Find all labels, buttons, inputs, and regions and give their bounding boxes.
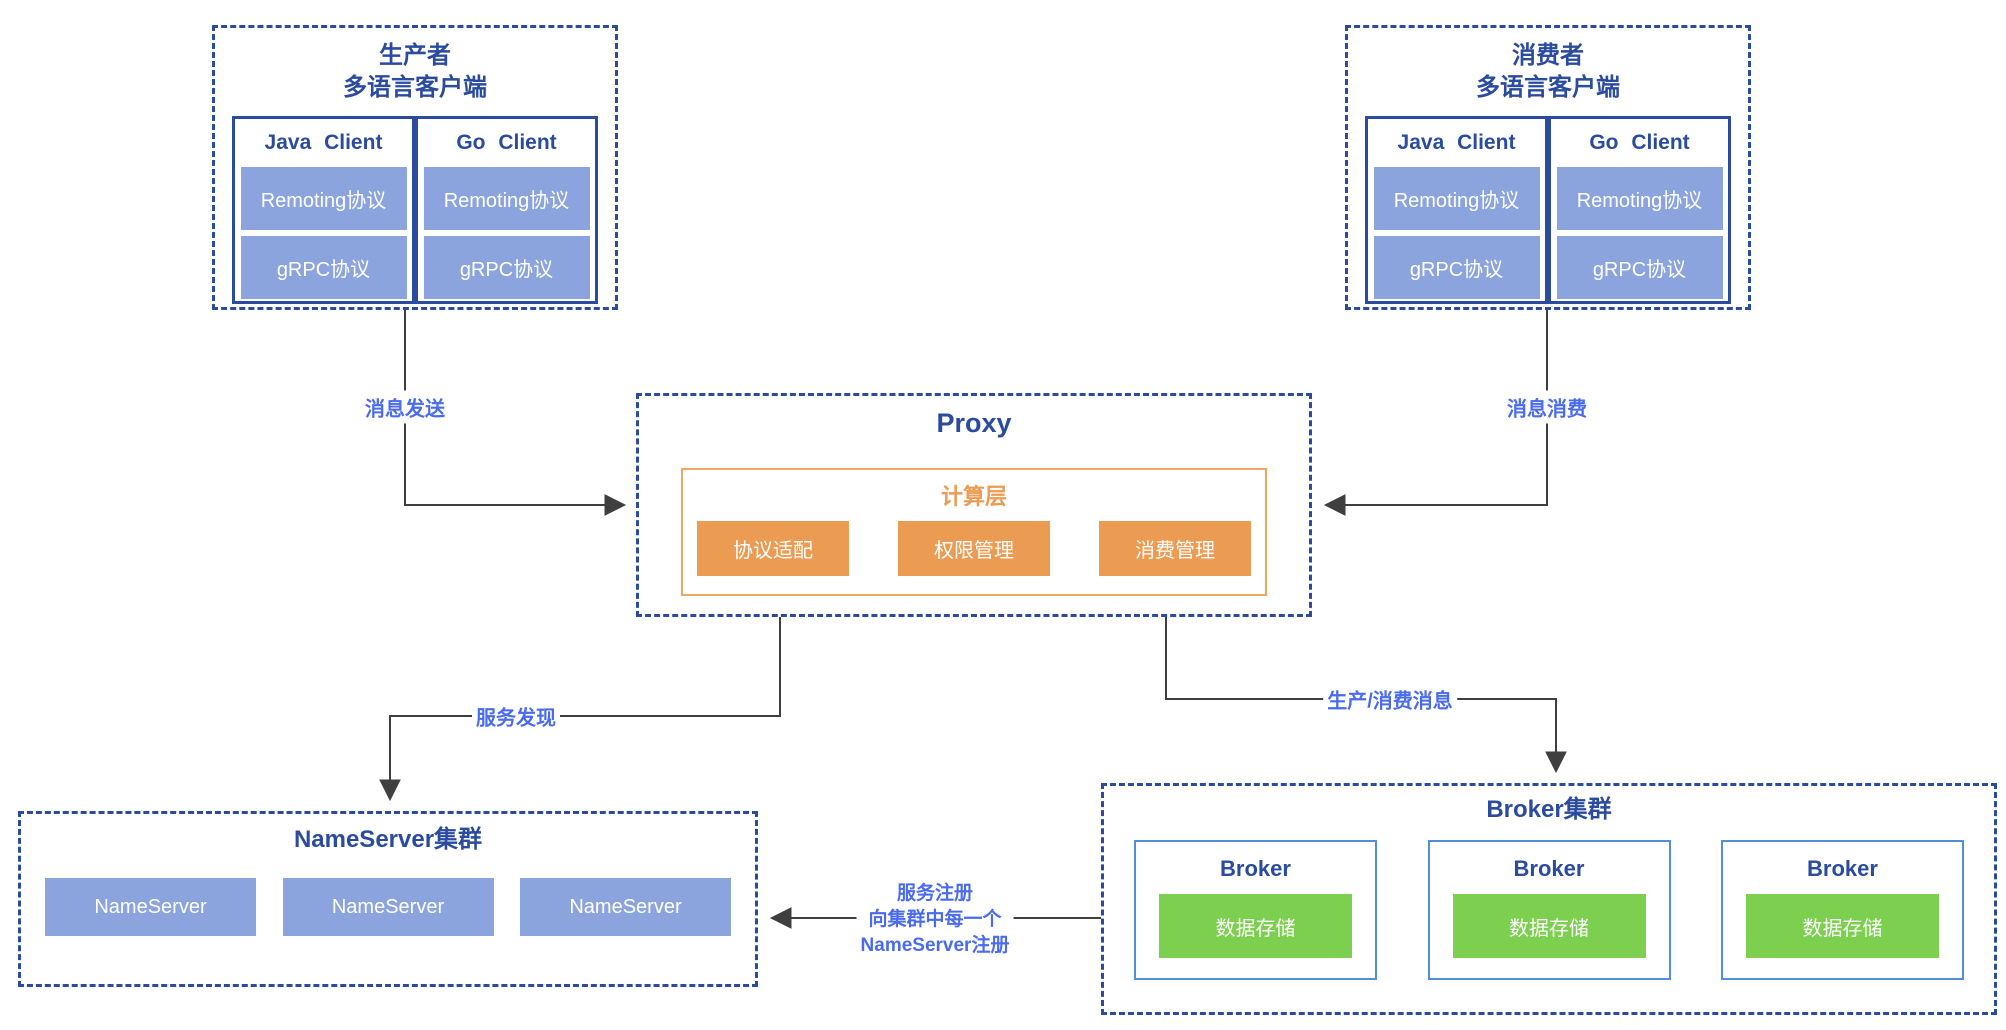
consumer-java-grpc-protocol: gRPC协议: [1373, 236, 1540, 299]
edge-label-discovery: 服务发现: [472, 699, 560, 733]
producer-go-client-title: Go Client: [456, 131, 557, 154]
producer-java-client-box: Java Client Remoting协议 gRPC协议: [232, 116, 415, 304]
module-protocol-adaptation: 协议适配: [697, 521, 849, 576]
nameserver-cluster-box: NameServer集群 NameServer NameServer NameS…: [18, 811, 758, 987]
consumer-group: 消费者 多语言客户端 Java Client Remoting协议 gRPC协议…: [1345, 25, 1751, 310]
producer-title-line1: 生产者: [379, 42, 451, 69]
consumer-title-line2: 多语言客户端: [1476, 74, 1620, 101]
producer-java-grpc-protocol: gRPC协议: [240, 236, 407, 299]
consumer-go-client-title: Go Client: [1589, 131, 1690, 154]
compute-module-row: 协议适配 权限管理 消费管理: [683, 521, 1265, 576]
producer-go-grpc-protocol: gRPC协议: [423, 236, 590, 299]
proxy-box: Proxy 计算层 协议适配 权限管理 消费管理: [636, 393, 1312, 617]
consumer-client-row: Java Client Remoting协议 gRPC协议 Go Client …: [1348, 116, 1748, 304]
broker-1-title: Broker: [1220, 856, 1291, 881]
edge-discovery-line: [379, 617, 781, 802]
module-permission-management: 权限管理: [898, 521, 1050, 576]
consumer-java-client-box: Java Client Remoting协议 gRPC协议: [1365, 116, 1548, 304]
nameserver-node-2: NameServer: [282, 878, 494, 936]
broker-box-3: Broker 数据存储: [1721, 840, 1964, 980]
producer-java-remoting-protocol: Remoting协议: [240, 167, 407, 230]
consumer-java-remoting-protocol: Remoting协议: [1373, 167, 1540, 230]
producer-go-remoting-protocol: Remoting协议: [423, 167, 590, 230]
consumer-go-grpc-protocol: gRPC协议: [1556, 236, 1723, 299]
edge-label-register-line1: 服务注册: [896, 883, 974, 904]
producer-title-line2: 多语言客户端: [343, 74, 487, 101]
edge-label-register-line2: 向集群中每一个: [868, 909, 1002, 930]
producer-go-client-box: Go Client Remoting协议 gRPC协议: [415, 116, 598, 304]
module-consumption-management: 消费管理: [1099, 521, 1251, 576]
consumer-title-line1: 消费者: [1512, 42, 1584, 69]
nameserver-node-1: NameServer: [45, 878, 256, 936]
edge-label-register-line3: NameServer注册: [860, 935, 1010, 956]
broker-cluster-box: Broker集群 Broker 数据存储 Broker 数据存储 Broker …: [1101, 783, 1997, 1015]
broker-cluster-title: Broker集群: [1486, 796, 1612, 823]
producer-java-client-title: Java Client: [264, 131, 383, 154]
broker-box-1: Broker 数据存储: [1134, 840, 1377, 980]
broker-2-title: Broker: [1513, 856, 1585, 881]
broker-3-title: Broker: [1807, 856, 1878, 881]
nameserver-cluster-title: NameServer集群: [293, 826, 483, 853]
edge-label-produce-consume: 生产/消费消息: [1323, 682, 1457, 716]
broker-1-storage: 数据存储: [1159, 894, 1352, 958]
nameserver-row: NameServer NameServer NameServer: [21, 878, 755, 936]
broker-3-storage: 数据存储: [1746, 894, 1939, 958]
producer-title: 生产者 多语言客户端: [215, 40, 615, 104]
consumer-go-client-box: Go Client Remoting协议 gRPC协议: [1548, 116, 1731, 304]
broker-row: Broker 数据存储 Broker 数据存储 Broker 数据存储: [1104, 840, 1994, 980]
producer-client-row: Java Client Remoting协议 gRPC协议 Go Client …: [215, 116, 615, 304]
producer-group: 生产者 多语言客户端 Java Client Remoting协议 gRPC协议…: [212, 25, 618, 310]
compute-layer-box: 计算层 协议适配 权限管理 消费管理: [681, 468, 1267, 596]
proxy-title: Proxy: [936, 408, 1012, 438]
edge-label-send: 消息发送: [361, 390, 449, 424]
edge-label-register: 服务注册 向集群中每一个 NameServer注册: [856, 879, 1014, 961]
broker-2-storage: 数据存储: [1452, 894, 1646, 958]
consumer-go-remoting-protocol: Remoting协议: [1556, 167, 1723, 230]
consumer-java-client-title: Java Client: [1397, 131, 1516, 154]
nameserver-node-3: NameServer: [520, 878, 731, 936]
consumer-title: 消费者 多语言客户端: [1348, 40, 1748, 104]
compute-layer-title: 计算层: [940, 484, 1007, 509]
edge-label-consume: 消息消费: [1503, 390, 1591, 424]
broker-box-2: Broker 数据存储: [1427, 840, 1671, 980]
